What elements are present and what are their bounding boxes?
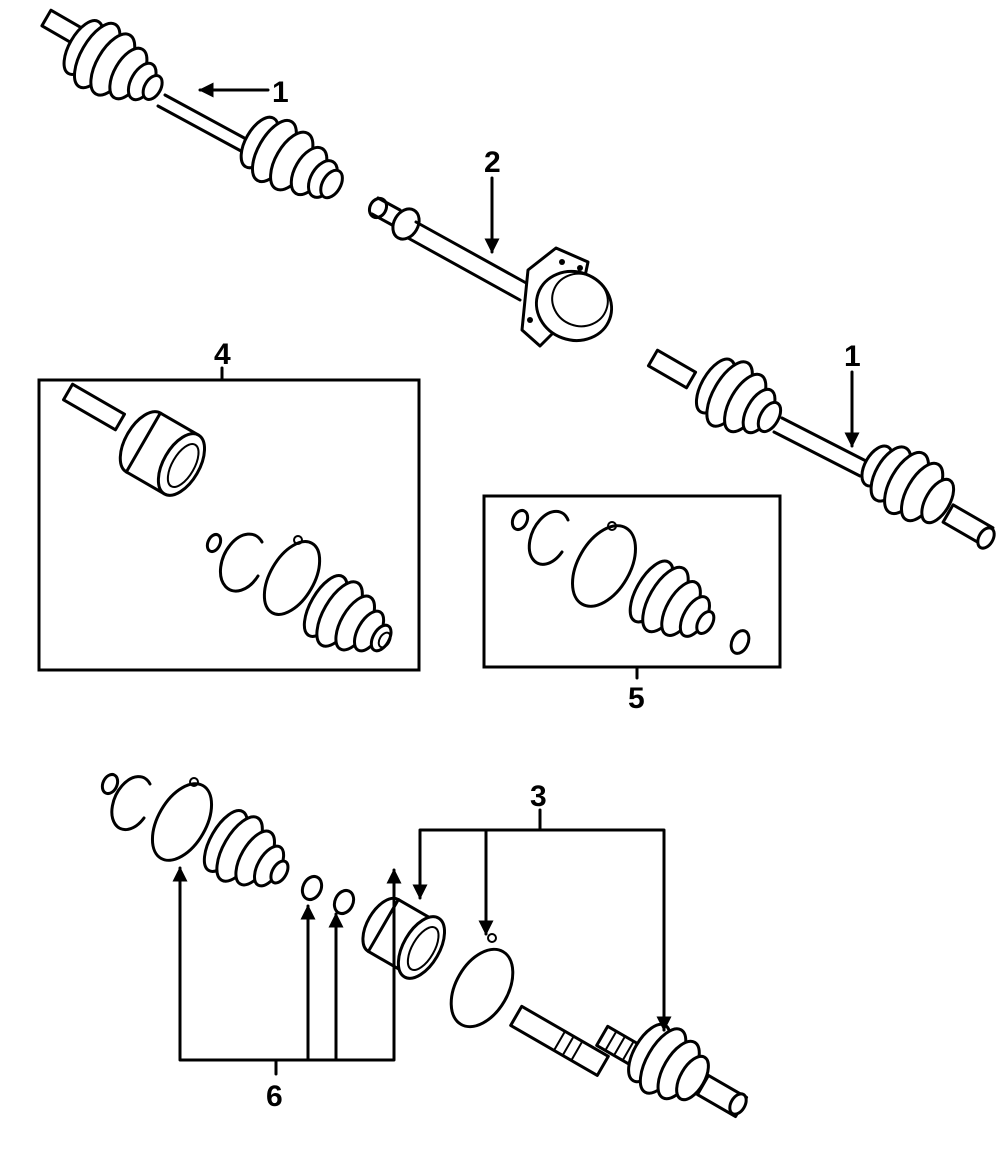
exploded-joint-assembly [100, 772, 749, 1119]
callout-6: 6 [266, 1080, 283, 1113]
outer-boot-kit-box [482, 494, 782, 680]
intermediate-shaft-assembly [367, 196, 614, 348]
callout-1-right: 1 [844, 340, 861, 373]
callout-1-left: 1 [272, 76, 289, 109]
leader-lines [172, 82, 860, 1076]
callout-2: 2 [484, 146, 501, 179]
right-axle-shaft-assembly [646, 348, 996, 550]
callout-4: 4 [214, 338, 231, 371]
left-axle-shaft-assembly [40, 8, 344, 200]
inner-joint-kit-box [37, 366, 421, 672]
callout-3: 3 [530, 780, 547, 813]
callout-5: 5 [628, 682, 645, 715]
